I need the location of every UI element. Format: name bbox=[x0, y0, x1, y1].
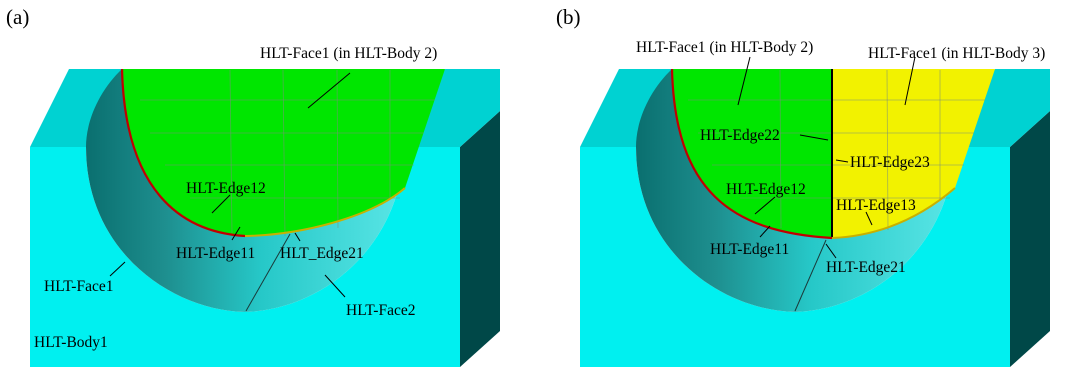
body1-front-face bbox=[30, 147, 460, 367]
edge21-curve bbox=[244, 187, 406, 237]
label-a-body1: HLT-Body1 bbox=[34, 334, 108, 351]
edge12-curve-b bbox=[670, 68, 833, 240]
face1-body3-b bbox=[832, 69, 995, 238]
face1-body2-b bbox=[672, 69, 832, 238]
label-b-edge23: HLT-Edge23 bbox=[850, 154, 930, 171]
label-a-edge12: HLT-Edge12 bbox=[186, 180, 266, 197]
edge13-curve-b bbox=[831, 187, 956, 239]
face1-body2-grid bbox=[140, 69, 435, 237]
bowl-seam-b bbox=[794, 239, 827, 312]
edge12-curve bbox=[120, 68, 246, 238]
label-b-edge22: HLT-Edge22 bbox=[700, 127, 780, 144]
body1-top-right-ledge-b bbox=[955, 69, 1050, 147]
panel-a-tag: (a) bbox=[6, 5, 29, 29]
label-a-face2: HLT-Face2 bbox=[346, 302, 415, 319]
body1-top-right-ledge bbox=[405, 69, 500, 147]
panel-b: (b) bbox=[556, 5, 1050, 367]
body1-side-face bbox=[460, 111, 500, 367]
body1-top-left-ledge-b bbox=[580, 69, 672, 147]
body1-side-face-b bbox=[1010, 111, 1050, 367]
label-b-face1-body3: HLT-Face1 (in HLT-Body 3) bbox=[868, 45, 1045, 62]
body1-front-face-b bbox=[580, 147, 1010, 367]
face-grid-b bbox=[688, 69, 985, 231]
bowl-surface bbox=[86, 69, 405, 312]
panel-a: (a) bbox=[6, 5, 500, 367]
label-b-edge21: HLT-Edge21 bbox=[826, 259, 906, 276]
bowl-surface-b bbox=[636, 69, 955, 312]
label-a-face1: HLT-Face1 bbox=[44, 278, 113, 295]
label-a-face1-body2: HLT-Face1 (in HLT-Body 2) bbox=[260, 45, 437, 62]
label-a-edge11: HLT-Edge11 bbox=[176, 245, 255, 262]
panel-b-leaders bbox=[737, 56, 916, 259]
panel-a-leaders bbox=[109, 72, 351, 298]
label-a-edge21: HLT_Edge21 bbox=[280, 245, 364, 262]
label-b-edge12: HLT-Edge12 bbox=[726, 181, 806, 198]
bowl-seam bbox=[245, 233, 291, 312]
label-b-face1-body2: HLT-Face1 (in HLT-Body 2) bbox=[636, 39, 813, 56]
panel-b-tag: (b) bbox=[556, 5, 581, 29]
label-b-edge13: HLT-Edge13 bbox=[836, 197, 916, 214]
face1-body2 bbox=[122, 69, 445, 236]
label-b-edge11: HLT-Edge11 bbox=[710, 241, 789, 258]
body1-top-left-ledge bbox=[30, 69, 122, 147]
